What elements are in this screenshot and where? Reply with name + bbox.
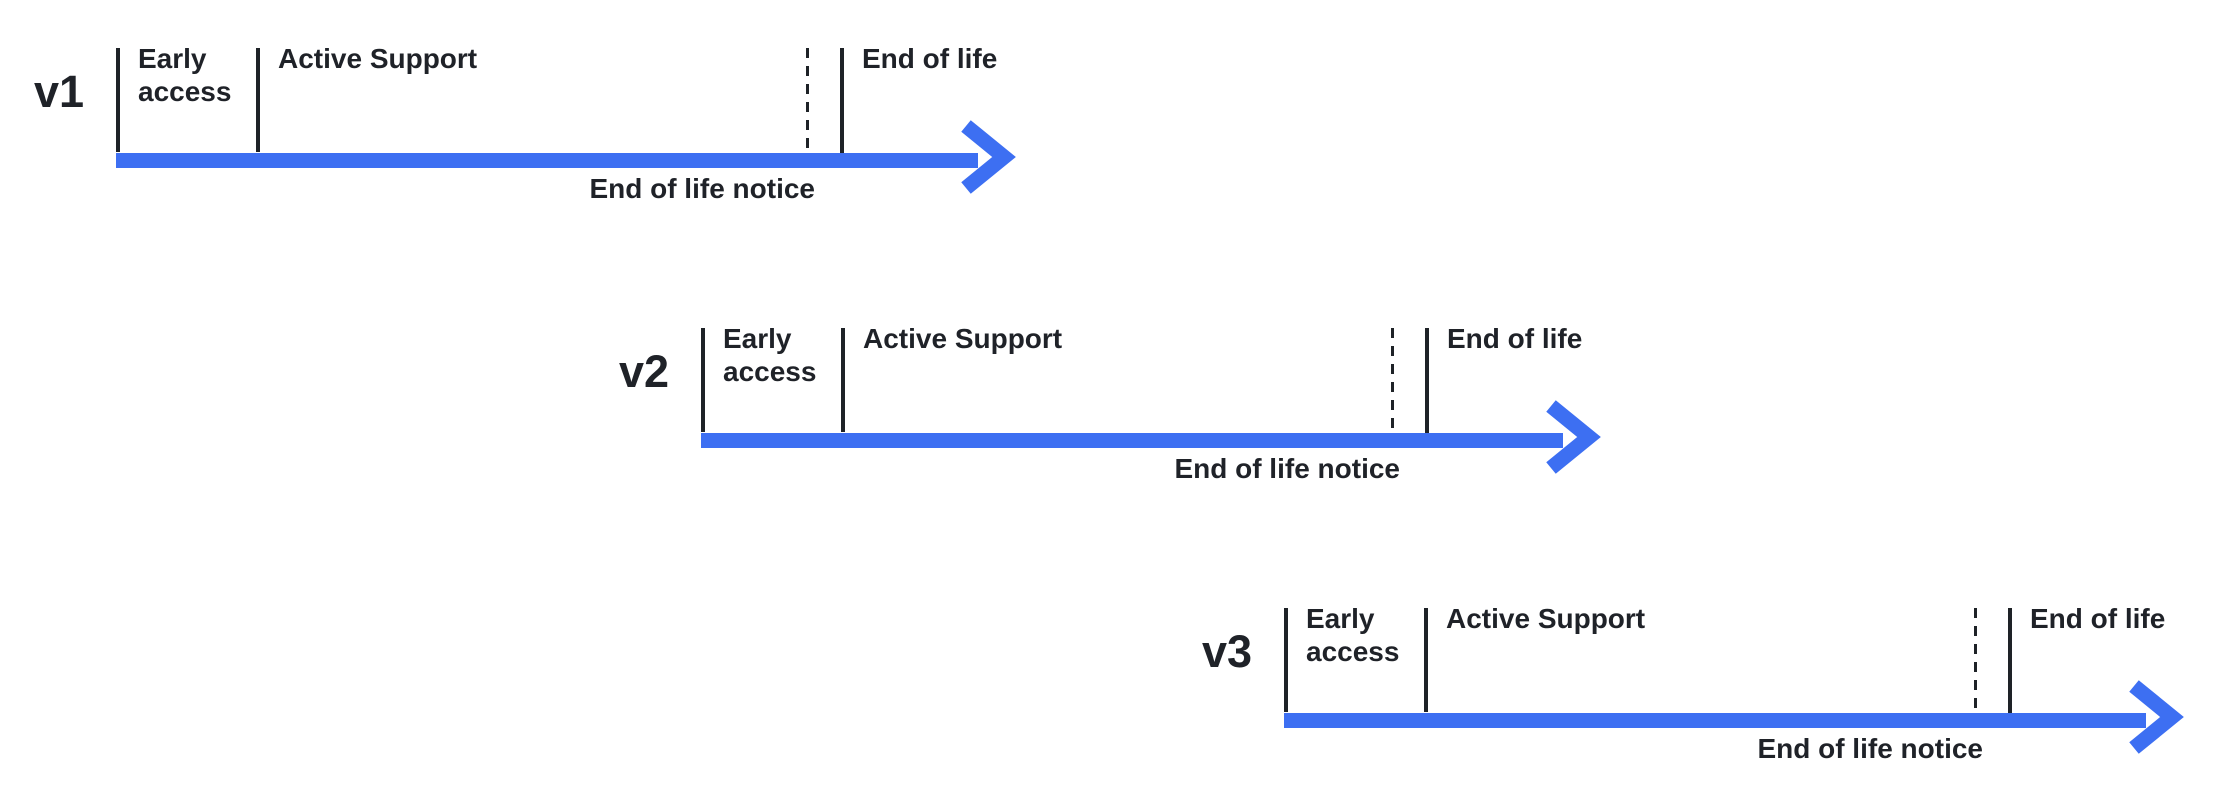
timeline-bar — [116, 153, 978, 168]
active-support-label: Active Support — [278, 43, 478, 74]
arrow-head-icon — [1546, 400, 1601, 474]
end-of-life-label: End of life — [2030, 603, 2166, 634]
active-support-label: Active Support — [1446, 603, 1646, 634]
end-of-life-label: End of life — [862, 43, 998, 74]
version-label: v3 — [1201, 626, 1252, 677]
active-support-label: Active Support — [863, 323, 1063, 354]
early-access-start-tick — [701, 328, 705, 432]
eol-notice-dashed-line — [1391, 328, 1394, 428]
end-of-life-tick — [840, 48, 844, 153]
eol-notice-dashed-line — [806, 48, 809, 148]
early-access-start-tick — [116, 48, 120, 152]
timeline-row-v3: v3 Early access Active Support End of li… — [1186, 603, 2228, 783]
early-access-label: Early access — [138, 43, 232, 107]
end-of-life-tick — [2008, 608, 2012, 713]
active-support-start-tick — [256, 48, 260, 152]
timeline-bar — [701, 433, 1563, 448]
eol-notice-label: End of life notice — [1174, 453, 1400, 484]
active-support-start-tick — [1424, 608, 1428, 712]
early-access-label: Early access — [723, 323, 817, 387]
early-access-start-tick — [1284, 608, 1288, 712]
end-of-life-tick — [1425, 328, 1429, 433]
eol-notice-label: End of life notice — [589, 173, 815, 204]
eol-notice-label: End of life notice — [1757, 733, 1983, 764]
timeline-row-v2: v2 Early access Active Support End of li… — [603, 323, 1645, 503]
version-label: v2 — [618, 346, 669, 397]
active-support-start-tick — [841, 328, 845, 432]
version-label: v1 — [33, 66, 84, 117]
end-of-life-label: End of life — [1447, 323, 1583, 354]
timeline-row-v1: v1 Early access Active Support End of li… — [18, 43, 1060, 223]
early-access-label: Early access — [1306, 603, 1400, 667]
arrow-head-icon — [961, 120, 1016, 194]
timeline-bar — [1284, 713, 2146, 728]
arrow-head-icon — [2129, 680, 2184, 754]
eol-notice-dashed-line — [1974, 608, 1977, 708]
